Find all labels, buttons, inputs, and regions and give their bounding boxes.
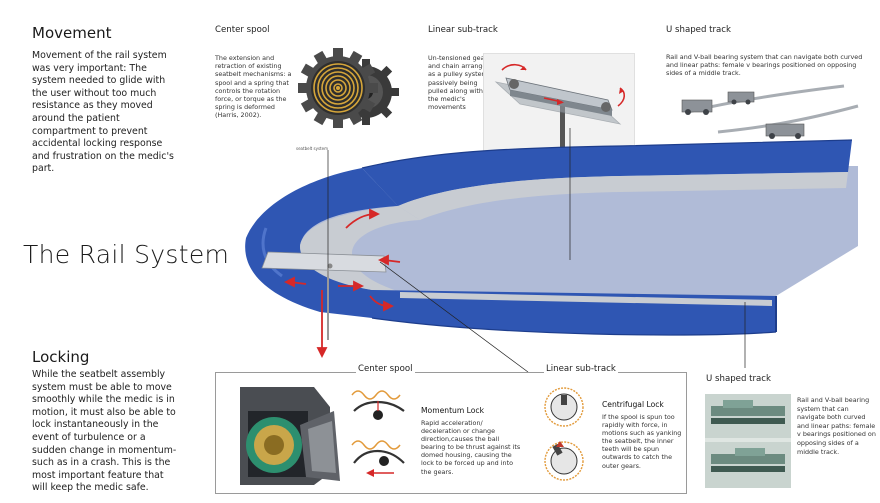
subtrack-assembly-icon (494, 63, 626, 151)
spool-housing-icon (240, 387, 340, 485)
centrifugal-lock-title: Centrifugal Lock (602, 400, 664, 409)
linear-subtrack-image (483, 53, 635, 152)
v-bearing-closeup-icon (705, 394, 791, 488)
u-track-top-image (668, 80, 868, 142)
rail-curve (245, 168, 398, 318)
rail-carriage (261, 251, 387, 273)
movement-heading: Movement (32, 24, 112, 42)
u-track-top-text: Rail and V-ball bearing system that can … (666, 53, 863, 78)
momentum-lock-title: Momentum Lock (421, 406, 484, 415)
center-spool-caption: seatbelt system (296, 146, 328, 151)
locking-heading: Locking (32, 348, 90, 366)
centrifugal-lock-icon (544, 387, 584, 481)
momentum-lock-icon (351, 390, 405, 477)
spool-gears-icon (298, 48, 399, 128)
u-track-bottom-heading: U shaped track (706, 374, 772, 384)
locking-mechanisms-panel: Center spool Linear sub-track Momentum L… (215, 364, 687, 494)
linear-subtrack-bottom-heading: Linear sub-track (544, 364, 618, 374)
page-title: The Rail System (23, 240, 230, 269)
linear-subtrack-top-heading: Linear sub-track (428, 25, 498, 35)
u-track-bottom-text: Rail and V-ball bearing system that can … (797, 396, 876, 456)
center-spool-top-heading: Center spool (215, 25, 270, 35)
center-spool-bottom-heading: Center spool (356, 364, 415, 374)
linear-subtrack-top-text: Un-tensioned gears and chain arranged as… (428, 54, 491, 112)
locking-text: While the seatbelt assembly system must … (32, 369, 177, 494)
u-track-top-heading: U shaped track (666, 25, 732, 35)
rail-top-band (362, 140, 852, 206)
u-track-bottom-image (705, 394, 791, 488)
movement-text: Movement of the rail system was very imp… (32, 50, 174, 175)
v-bearing-rail-icon (681, 84, 859, 139)
centrifugal-lock-text: If the spool is spun too rapidly with fo… (602, 413, 682, 470)
center-spool-image (296, 34, 404, 146)
center-spool-top-text: The extension and retraction of existing… (215, 54, 292, 120)
motion-arrows (283, 208, 401, 359)
momentum-lock-text: Rapid acceleration/ deceleration or chan… (421, 419, 521, 476)
